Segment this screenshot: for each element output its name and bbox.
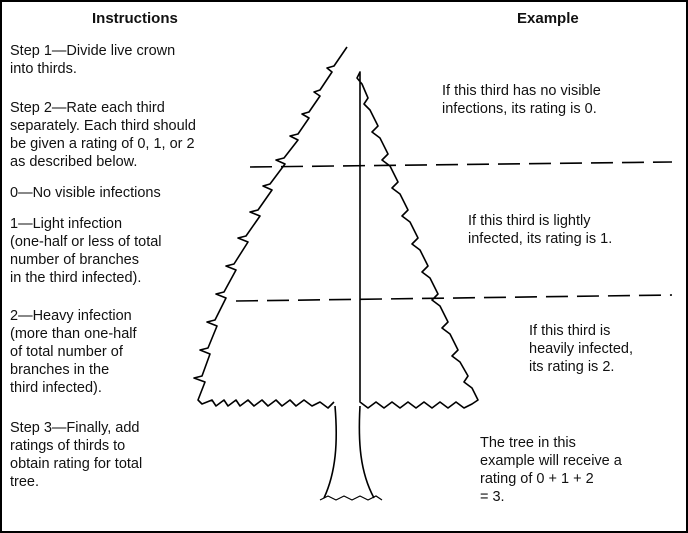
example-total-text: The tree in this example will receive a … — [480, 435, 622, 505]
tree-crown-outline — [193, 46, 479, 409]
tree-roots — [319, 495, 383, 501]
step-3-text: Step 3—Finally, add ratings of thirds to… — [10, 420, 143, 490]
divider-line-upper — [249, 161, 673, 168]
rating-0-text: 0—No visible infections — [10, 185, 161, 201]
instructions-heading: Instructions — [92, 10, 178, 27]
step-2-text: Step 2—Rate each third separately. Each … — [10, 100, 196, 170]
step-1-text: Step 1—Divide live crown into thirds. — [10, 43, 176, 77]
example-middle-third-text: If this third is lightly infected, its r… — [468, 213, 613, 247]
tree-trunk — [323, 405, 375, 499]
example-bottom-third-text: If this third is heavily infected, its r… — [529, 323, 633, 375]
rating-1-text: 1—Light infection (one-half or less of t… — [10, 216, 162, 286]
example-top-third-text: If this third has no visible infections,… — [442, 83, 601, 117]
divider-line-lower — [235, 294, 673, 302]
example-heading: Example — [517, 10, 579, 27]
rating-2-text: 2—Heavy infection (more than one-half of… — [10, 308, 137, 396]
